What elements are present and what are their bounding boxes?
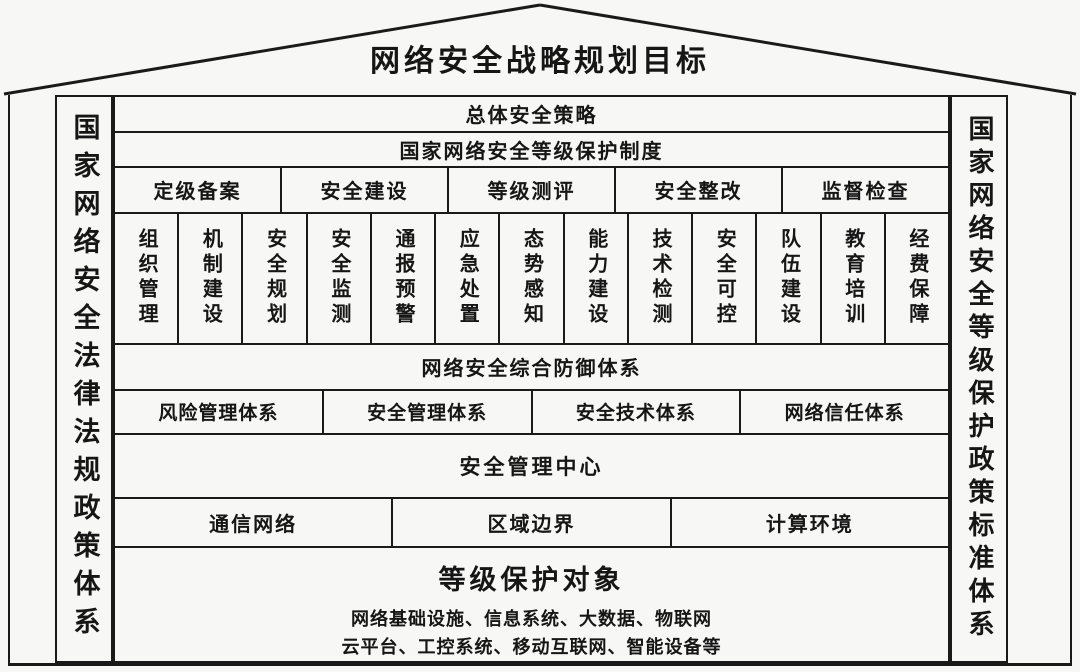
capability-cell: 应急处置 — [436, 213, 501, 344]
environment-cell-boundary: 区域边界 — [393, 498, 672, 546]
row-process-steps: 定级备案 安全建设 等级测评 安全整改 监督检查 — [115, 168, 948, 214]
capability-cell: 经费保障 — [905, 228, 928, 329]
row-capabilities: 组织管理 机制建设 安全规划 安全监测 通报预警 应急处置 态势感知 能力建设 … — [115, 213, 948, 346]
row-management-center: 安全管理中心 — [115, 435, 948, 499]
left-pillar-laws-policies: 国家网络安全法律法规政策体系 — [55, 95, 113, 663]
roof-outline — [3, 3, 1077, 96]
capability-cell: 技术检测 — [629, 213, 694, 344]
environment-cell-network: 通信网络 — [115, 498, 394, 546]
process-cell-supervision: 监督检查 — [821, 181, 910, 204]
row-four-systems: 风险管理体系 安全管理体系 安全技术体系 网络信任体系 — [115, 390, 948, 436]
system-cell-trust: 网络信任体系 — [784, 403, 905, 425]
row-defense-system: 网络安全综合防御体系 — [115, 345, 948, 391]
capability-cell: 安全规划 — [243, 213, 308, 344]
diagram-body: 总体安全策略 国家网络安全等级保护制度 定级备案 安全建设 等级测评 安全整改 … — [113, 95, 950, 663]
capability-cell: 教育培训 — [822, 213, 886, 344]
right-pillar-policy-standards: 国家网络安全等级保护政策标准体系 — [950, 95, 1008, 663]
capability-cell: 安全可控 — [693, 213, 758, 344]
management-center-cell: 安全管理中心 — [459, 454, 604, 479]
capability-cell: 机制建设 — [179, 213, 244, 344]
protection-objects-title: 等级保护对象 — [438, 565, 625, 595]
system-cell-management: 安全管理体系 — [324, 390, 533, 434]
grade-protection-system-cell: 国家网络安全等级保护制度 — [399, 140, 664, 163]
row-protection-objects: 等级保护对象 网络基础设施、信息系统、大数据、物联网 云平台、工控系统、移动互联… — [115, 548, 948, 661]
process-cell-construction: 安全建设 — [282, 168, 449, 212]
process-cell-rectification: 安全整改 — [616, 168, 783, 212]
capability-cell: 安全监测 — [308, 213, 372, 344]
system-cell-risk: 风险管理体系 — [115, 390, 324, 434]
protection-objects-line1: 网络基础设施、信息系统、大数据、物联网 — [351, 609, 712, 629]
system-cell-technology: 安全技术体系 — [533, 390, 742, 434]
capability-cell: 通报预警 — [372, 213, 437, 344]
row-environments: 通信网络 区域边界 计算环境 — [115, 498, 948, 548]
left-wall-gap — [10, 95, 55, 663]
right-pillar-label: 国家网络安全等级保护政策标准体系 — [965, 115, 994, 643]
row-grade-protection-system: 国家网络安全等级保护制度 — [115, 133, 948, 169]
process-cell-evaluation: 等级测评 — [449, 168, 616, 212]
row-overall-strategy: 总体安全策略 — [115, 97, 948, 133]
capability-cell: 组织管理 — [115, 213, 180, 344]
house-frame: 国家网络安全法律法规政策体系 总体安全策略 国家网络安全等级保护制度 定级备案 … — [8, 95, 1072, 666]
environment-cell-computing: 计算环境 — [765, 513, 854, 536]
capability-cell: 能力建设 — [565, 213, 629, 344]
process-cell-grading: 定级备案 — [115, 168, 282, 212]
right-wall-gap — [1008, 95, 1070, 663]
capability-cell: 队伍建设 — [757, 213, 822, 344]
protection-objects-line2: 云平台、工控系统、移动互联网、智能设备等 — [341, 637, 722, 657]
defense-system-cell: 网络安全综合防御体系 — [421, 358, 642, 381]
overall-strategy-cell: 总体安全策略 — [465, 105, 598, 128]
capability-cell: 态势感知 — [500, 213, 565, 344]
diagram-title: 网络安全战略规划目标 — [370, 45, 710, 78]
left-pillar-label: 国家网络安全法律法规政策体系 — [69, 113, 100, 645]
